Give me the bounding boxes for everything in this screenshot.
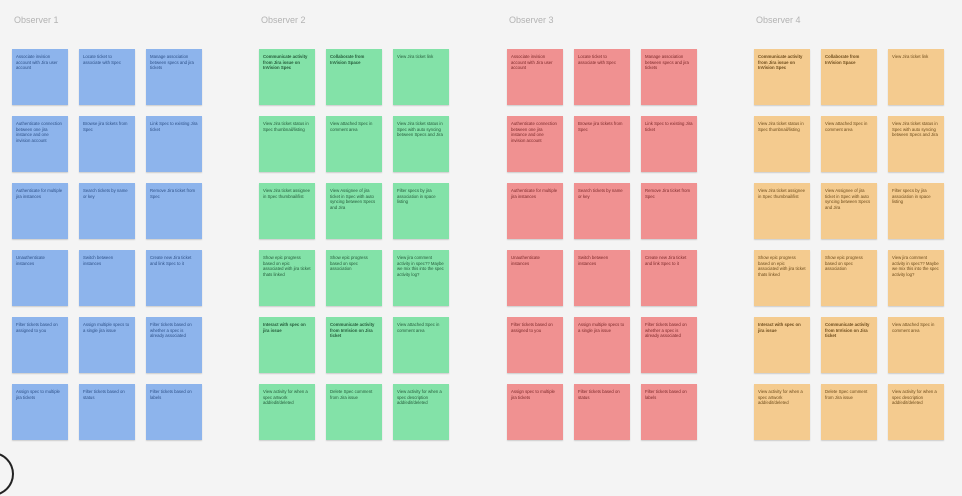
sticky-note[interactable]: View Jira ticket status in Spec thumbnai… bbox=[754, 116, 810, 172]
sticky-note[interactable]: View attached Spec in comment area bbox=[393, 317, 449, 373]
sticky-note[interactable]: View Jira ticket assignee in Spec thumbn… bbox=[754, 183, 810, 239]
sticky-note[interactable]: Locate ticket to associate with Spec bbox=[574, 49, 630, 105]
sticky-note[interactable]: Link Spec to existing Jira ticket bbox=[146, 116, 202, 172]
sticky-note[interactable]: Show epic progress based on spec associa… bbox=[326, 250, 382, 306]
sticky-note[interactable]: Locate ticket to associate with Spec bbox=[79, 49, 135, 105]
cursor-ring-decoration bbox=[0, 452, 14, 496]
observer-3-title: Observer 3 bbox=[509, 15, 554, 25]
sticky-note[interactable]: Communicate activity from InVision on Ji… bbox=[821, 317, 877, 373]
sticky-note[interactable]: View Assignee of jira ticket in Spec wit… bbox=[326, 183, 382, 239]
sticky-note[interactable]: Delete Spec comment from Jira issue bbox=[326, 384, 382, 440]
sticky-note[interactable]: Switch between instances bbox=[79, 250, 135, 306]
sticky-note[interactable]: Filter specs by jira association in spac… bbox=[393, 183, 449, 239]
sticky-note[interactable]: Interact with spec on jira issue bbox=[259, 317, 315, 373]
sticky-note[interactable]: Manage association between specs and jir… bbox=[146, 49, 202, 105]
sticky-note[interactable]: Filter tickets based on assigned to you bbox=[507, 317, 563, 373]
sticky-note[interactable]: Filter tickets based on status bbox=[574, 384, 630, 440]
sticky-note[interactable]: Authenticate for multiple jira instances bbox=[12, 183, 68, 239]
sticky-note[interactable]: View attached Spec in comment area bbox=[888, 317, 944, 373]
sticky-note[interactable]: Remove Jira ticket from Spec bbox=[146, 183, 202, 239]
sticky-note[interactable]: Switch between instances bbox=[574, 250, 630, 306]
sticky-note[interactable]: Communicate activity from Jira issue on … bbox=[754, 49, 810, 105]
sticky-note[interactable]: View jira comment activity in spec?? May… bbox=[888, 250, 944, 306]
sticky-note[interactable]: View activity for when a spec artwork ad… bbox=[259, 384, 315, 440]
sticky-note[interactable]: Delete Spec comment from Jira issue bbox=[821, 384, 877, 440]
sticky-note[interactable]: Create new Jira ticket and link Spec to … bbox=[146, 250, 202, 306]
observer-2-title: Observer 2 bbox=[261, 15, 306, 25]
sticky-note[interactable]: Show epic progress based on spec associa… bbox=[821, 250, 877, 306]
sticky-note[interactable]: Remove Jira ticket from Spec bbox=[641, 183, 697, 239]
sticky-note[interactable]: Browse jira tickets from Spec bbox=[574, 116, 630, 172]
sticky-note-grid: Communicate activity from Jira issue on … bbox=[754, 49, 944, 440]
sticky-note[interactable]: View Assignee of jira ticket in Spec wit… bbox=[821, 183, 877, 239]
sticky-note[interactable]: View Jira ticket link bbox=[393, 49, 449, 105]
sticky-note[interactable]: View jira comment activity in spec?? May… bbox=[393, 250, 449, 306]
sticky-note[interactable]: Unauthenticate instances bbox=[507, 250, 563, 306]
sticky-note[interactable]: Collaborate from InVision Space bbox=[821, 49, 877, 105]
sticky-note[interactable]: Show epic progress based on epic associa… bbox=[754, 250, 810, 306]
sticky-note[interactable]: View activity for when a spec descriptio… bbox=[888, 384, 944, 440]
sticky-note[interactable]: View activity for when a spec descriptio… bbox=[393, 384, 449, 440]
sticky-note[interactable]: View Jira ticket link bbox=[888, 49, 944, 105]
sticky-note[interactable]: Authenticate for multiple jira instances bbox=[507, 183, 563, 239]
sticky-note[interactable]: Search tickets by name or key bbox=[79, 183, 135, 239]
sticky-note[interactable]: View Jira ticket status in Spec with aut… bbox=[393, 116, 449, 172]
sticky-note[interactable]: View Jira ticket assignee in Spec thumbn… bbox=[259, 183, 315, 239]
observer-4-title: Observer 4 bbox=[756, 15, 801, 25]
sticky-note[interactable]: View activity for when a spec artwork ad… bbox=[754, 384, 810, 440]
sticky-note-grid: Communicate activity from Jira issue on … bbox=[259, 49, 449, 440]
sticky-note[interactable]: Filter specs by jira association in spac… bbox=[888, 183, 944, 239]
sticky-note[interactable]: Browse jira tickets from Spec bbox=[79, 116, 135, 172]
sticky-note[interactable]: Manage association between specs and jir… bbox=[641, 49, 697, 105]
sticky-note[interactable]: View attached Spec in comment area bbox=[821, 116, 877, 172]
sticky-note-grid: Associate invision account with Jira use… bbox=[12, 49, 202, 440]
sticky-note[interactable]: Assign spec to multiple jira tickets bbox=[12, 384, 68, 440]
sticky-note[interactable]: Assign multiple specs to a single jira i… bbox=[79, 317, 135, 373]
sticky-note[interactable]: Associate invision account with Jira use… bbox=[507, 49, 563, 105]
sticky-note[interactable]: Interact with spec on jira issue bbox=[754, 317, 810, 373]
sticky-note[interactable]: Authenticate connection between one jira… bbox=[12, 116, 68, 172]
sticky-note[interactable]: Show epic progress based on epic associa… bbox=[259, 250, 315, 306]
sticky-note[interactable]: Assign multiple specs to a single jira i… bbox=[574, 317, 630, 373]
sticky-note-grid: Associate invision account with Jira use… bbox=[507, 49, 697, 440]
sticky-note[interactable]: Communicate activity from Jira issue on … bbox=[259, 49, 315, 105]
sticky-note[interactable]: Collaborate from InVision Space bbox=[326, 49, 382, 105]
sticky-note[interactable]: Filter tickets based on assigned to you bbox=[12, 317, 68, 373]
sticky-note[interactable]: Filter tickets based on status bbox=[79, 384, 135, 440]
sticky-note[interactable]: Link Spec to existing Jira ticket bbox=[641, 116, 697, 172]
sticky-note[interactable]: Filter tickets based on whether a spec i… bbox=[641, 317, 697, 373]
sticky-note[interactable]: Create new Jira ticket and link Spec to … bbox=[641, 250, 697, 306]
sticky-note[interactable]: Filter tickets based on labels bbox=[146, 384, 202, 440]
observer-1-title: Observer 1 bbox=[14, 15, 59, 25]
sticky-note[interactable]: View Jira ticket status in Spec with aut… bbox=[888, 116, 944, 172]
sticky-note[interactable]: Filter tickets based on labels bbox=[641, 384, 697, 440]
sticky-note[interactable]: Associate invision account with Jira use… bbox=[12, 49, 68, 105]
sticky-note[interactable]: Communicate activity from InVision on Ji… bbox=[326, 317, 382, 373]
sticky-note[interactable]: Filter tickets based on whether a spec i… bbox=[146, 317, 202, 373]
sticky-note[interactable]: View attached Spec in comment area bbox=[326, 116, 382, 172]
sticky-note[interactable]: View Jira ticket status in Spec thumbnai… bbox=[259, 116, 315, 172]
sticky-note[interactable]: Unauthenticate instances bbox=[12, 250, 68, 306]
sticky-note[interactable]: Authenticate connection between one jira… bbox=[507, 116, 563, 172]
sticky-note[interactable]: Assign spec to multiple jira tickets bbox=[507, 384, 563, 440]
sticky-note[interactable]: Search tickets by name or key bbox=[574, 183, 630, 239]
